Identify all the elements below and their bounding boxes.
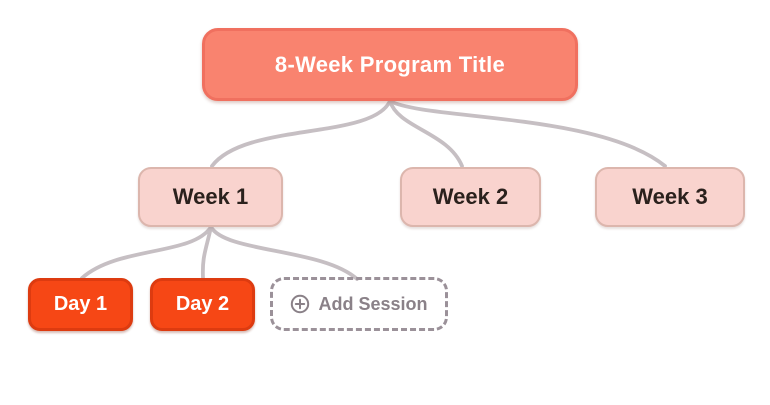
- node-week-1[interactable]: Week 1: [138, 167, 283, 227]
- add-session-button[interactable]: Add Session: [270, 277, 448, 331]
- day-1-label: Day 1: [53, 293, 108, 315]
- program-title-label: 8-Week Program Title: [274, 51, 506, 77]
- week-2-label: Week 2: [432, 184, 509, 209]
- node-week-2[interactable]: Week 2: [400, 167, 541, 227]
- add-session-label: Add Session: [318, 293, 428, 314]
- week-1-label: Week 1: [172, 184, 249, 209]
- node-program-title[interactable]: 8-Week Program Title: [202, 28, 578, 101]
- connector-root-week3: [388, 99, 667, 168]
- connector-week1-day2: [200, 225, 213, 280]
- day-2-label: Day 2: [175, 293, 230, 315]
- connector-week1-addsession: [209, 225, 359, 281]
- connector-root-week1: [210, 99, 392, 168]
- node-day-1[interactable]: Day 1: [28, 278, 133, 331]
- connector-week1-day1: [80, 225, 213, 280]
- node-day-2[interactable]: Day 2: [150, 278, 255, 331]
- week-3-label: Week 3: [632, 184, 708, 209]
- node-week-3[interactable]: Week 3: [595, 167, 745, 227]
- connector-root-week2: [388, 99, 464, 168]
- plus-circle-icon: [290, 294, 310, 314]
